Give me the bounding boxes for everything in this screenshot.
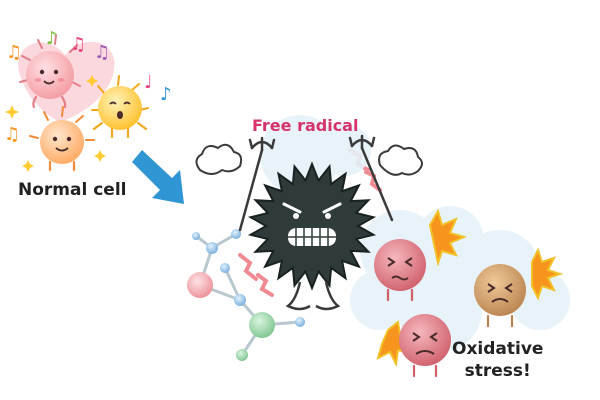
sparkle-icon [86, 75, 98, 87]
burst-icon [428, 208, 467, 267]
music-note-icon: ♫ [6, 42, 22, 63]
music-note-icon: ♪ [46, 28, 58, 49]
sparkle-icon [22, 160, 34, 172]
music-note-icon: ♩ [144, 72, 153, 93]
burst-icons [376, 208, 564, 368]
damaged-cell [399, 314, 451, 378]
music-note-icon: ♫ [70, 34, 86, 55]
yellow-normal-cell [91, 75, 149, 139]
music-note-icon: ♫ [94, 42, 110, 63]
oxidative-stress-line-1: Oxidative [452, 339, 544, 359]
orange-normal-cell [29, 106, 95, 172]
normal-cells-group: ♫ ♪ ♫ ♫ ♩ ♪ ♫ [4, 28, 172, 172]
oxidative-stress-line-2: stress! [464, 361, 531, 381]
sparkle-icon [5, 105, 19, 119]
steam-icon [195, 143, 423, 176]
pink-normal-cell [19, 34, 81, 109]
burst-icon [531, 247, 564, 301]
radical-spiky-body [247, 161, 377, 291]
sparkle-icon [94, 150, 106, 162]
music-note-icon: ♫ [4, 124, 20, 145]
free-radical-label: Free radical [252, 116, 359, 135]
arrow-icon [132, 150, 184, 204]
damaged-cell [474, 264, 526, 328]
damaged-cell [374, 239, 426, 302]
transition-arrow [132, 150, 184, 204]
sparkle-icons [5, 75, 106, 172]
music-note-icon: ♪ [160, 84, 172, 105]
music-note-icons: ♫ ♪ ♫ ♫ ♩ ♪ ♫ [4, 28, 172, 145]
oxidative-stress-label: Oxidative stress! [452, 338, 543, 382]
damaged-cells-group [374, 208, 564, 378]
free-radical-character [195, 134, 423, 311]
molecule-cluster [187, 229, 305, 361]
normal-cell-label: Normal cell [18, 180, 127, 200]
pitchfork-icon [238, 134, 394, 232]
